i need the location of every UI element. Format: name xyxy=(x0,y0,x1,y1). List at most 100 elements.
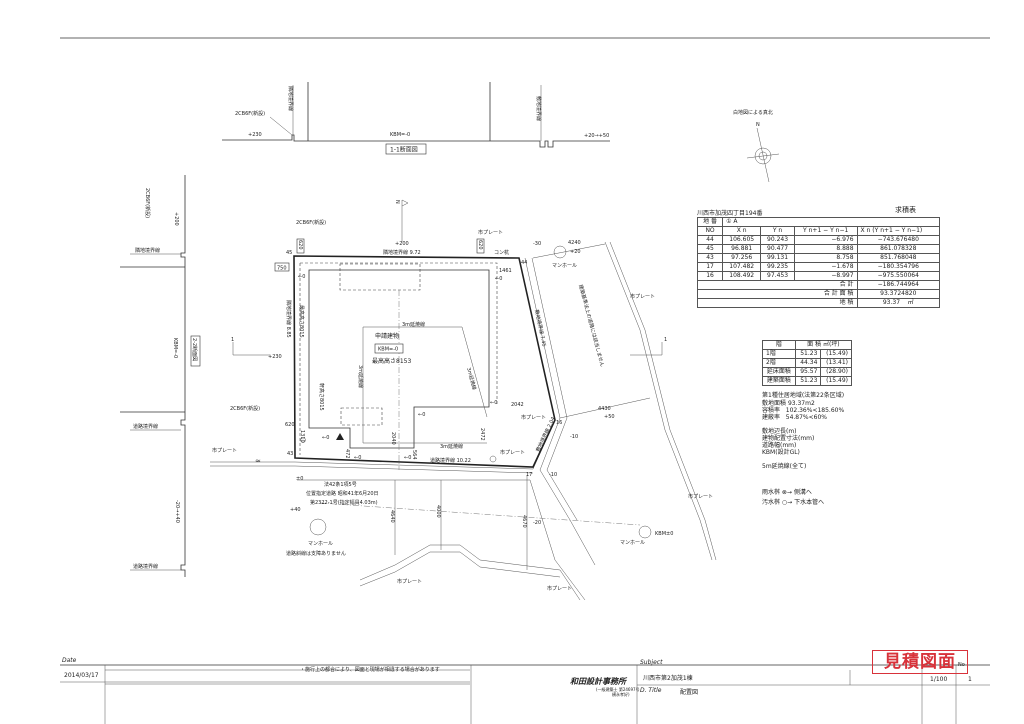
city-plate-label: 市プレート xyxy=(397,578,422,585)
level-label: ±0 xyxy=(296,476,303,482)
level-label: +230 xyxy=(248,132,262,138)
zoning-note: 第1種住居地域(法第22条区域) xyxy=(762,392,845,399)
bcr-value: 54.87%<60% xyxy=(785,414,827,421)
road-note: 建築基準法上の道路には該当しません xyxy=(577,284,606,368)
section-2-2: 2CB6F(新設) +200 隣地境界線 KBM=-0 2-2断面図 道路境界線… xyxy=(120,175,201,577)
level-arrow: ←0 xyxy=(298,274,305,280)
unit-note: 敷地辺長(m) xyxy=(762,428,797,435)
disclaimer-note: ・施行上の都合により、図面と現場が相違する場合があります xyxy=(300,667,440,673)
manhole-icon xyxy=(638,525,652,539)
level-label: +230 xyxy=(268,354,282,360)
date-label: Date xyxy=(62,657,77,664)
road-note: 位置指定道路 昭和41年6月20日 xyxy=(306,490,379,497)
cell: 2階 xyxy=(762,358,796,368)
estimate-drawing-stamp: 見積図面 xyxy=(872,650,968,674)
column-header: Y n+1 − Y n−1 xyxy=(793,226,858,236)
level-label: +50 xyxy=(604,414,615,420)
scale-value: 1/100 xyxy=(930,676,948,683)
column-header: 面 積 ㎡(坪) xyxy=(794,340,853,350)
level-label: +20 xyxy=(570,249,581,255)
level-arrow: ←0 xyxy=(495,276,502,282)
kbm-label: KBM=-0 xyxy=(172,338,178,358)
manhole-label: マンホール xyxy=(552,263,577,269)
level-arrow: ←0 xyxy=(404,455,411,461)
dimension-label: 620 xyxy=(297,240,303,250)
cell: 90.243 xyxy=(760,235,795,245)
cell: 延床面積 xyxy=(762,367,796,377)
height-label: 最高高さ8015 xyxy=(298,305,305,338)
area-value: 93.37 xyxy=(882,299,901,306)
level-arrow: ←0 xyxy=(322,435,329,441)
cell: −8.997 xyxy=(793,271,858,281)
sewage-basin-legend: 汚水桝 ○→ 下水本管へ xyxy=(762,499,825,506)
dimension-label: 4240 xyxy=(568,240,581,246)
level-label: -10 xyxy=(570,434,578,440)
cell: 8.758 xyxy=(793,253,858,263)
boundary-label: 隣地境界線 9.72 xyxy=(383,249,421,256)
fire-line-label: 3m延焼線 xyxy=(357,365,364,388)
stake-label: コン杭 xyxy=(494,249,509,256)
level-arrow: ←0 xyxy=(354,455,361,461)
level-label: -10 xyxy=(549,472,557,478)
road-note: 道路斜線は支障ありません xyxy=(286,550,346,557)
north-label: N xyxy=(394,200,400,204)
boundary-label: 隣地境界線 xyxy=(135,247,160,254)
cell: 97.453 xyxy=(760,271,795,281)
dimension-label: 4640 xyxy=(389,510,395,523)
boundary-label: 道路境界線 10.22 xyxy=(430,457,471,464)
date-value: 2014/03/17 xyxy=(64,672,99,679)
dimension-label: 564 xyxy=(411,450,417,460)
unit-note: 道路幅(mm) xyxy=(762,442,797,449)
kbm-label: KBM±0 xyxy=(655,531,673,537)
bcr-label: 建蔽率 xyxy=(762,414,781,421)
area-unit: ㎡ xyxy=(907,299,914,306)
dimension-label: 620 xyxy=(477,240,483,250)
city-plate-label: 市プレート xyxy=(547,585,572,592)
cell: 16 xyxy=(696,271,724,281)
section-mark-label: 1 xyxy=(231,337,234,343)
cell: 90.477 xyxy=(760,244,795,254)
section-mark-label: 1 xyxy=(664,337,667,343)
cell: 106.605 xyxy=(722,235,762,245)
title-block-lines xyxy=(60,664,990,724)
north-n-label: N xyxy=(756,122,760,128)
north-label: 白地図による真北 xyxy=(733,109,773,116)
dimension-label: 4670 xyxy=(521,515,527,528)
cell: 851.768048 xyxy=(856,253,941,263)
location-label: 川西市加茂四丁目194番 xyxy=(697,210,763,217)
level-label: +40 xyxy=(290,507,301,513)
fire-line-label: 3m延焼線 xyxy=(440,443,463,450)
point-label: 16 xyxy=(556,420,562,426)
column-header: 階 xyxy=(762,340,796,350)
section-mark xyxy=(630,342,663,356)
true-north-symbol: 白地図による真北 N xyxy=(733,109,780,183)
cell: 建築面積 xyxy=(762,376,796,386)
dimension-label: 4430 xyxy=(598,406,611,412)
column-header: X n (Y n+1 − Y n−1) xyxy=(856,226,941,236)
city-plate-label: 市プレート xyxy=(688,493,713,500)
boundary-label: 敷地境界線 2.04 xyxy=(534,416,556,453)
dimension-label: 1461 xyxy=(499,268,512,274)
level-label: -20 xyxy=(533,520,541,526)
cell: 45 xyxy=(696,244,724,254)
wall-label: 2CB6F(新設) xyxy=(230,405,260,412)
city-plate-label: 市プレート xyxy=(478,229,503,236)
site-plan: N 1 1 2CB6F(新設) 2CB6F(新設) +200 隣地境界線 9.7… xyxy=(210,199,717,601)
cell: 107.482 xyxy=(722,262,762,272)
city-plate-label: 市プレート xyxy=(630,293,655,300)
point-label: 17 xyxy=(526,472,532,478)
section-title: 2-2断面図 xyxy=(191,338,198,361)
point-label: 45 xyxy=(286,250,292,256)
road-note: 第2322-1号(指定幅員4.03m) xyxy=(310,499,378,506)
section-title: 1-1断面図 xyxy=(390,146,418,154)
far-value: 102.36%<185.60% xyxy=(785,407,845,414)
point-label: 43 xyxy=(287,451,293,457)
building-outline xyxy=(308,269,490,449)
